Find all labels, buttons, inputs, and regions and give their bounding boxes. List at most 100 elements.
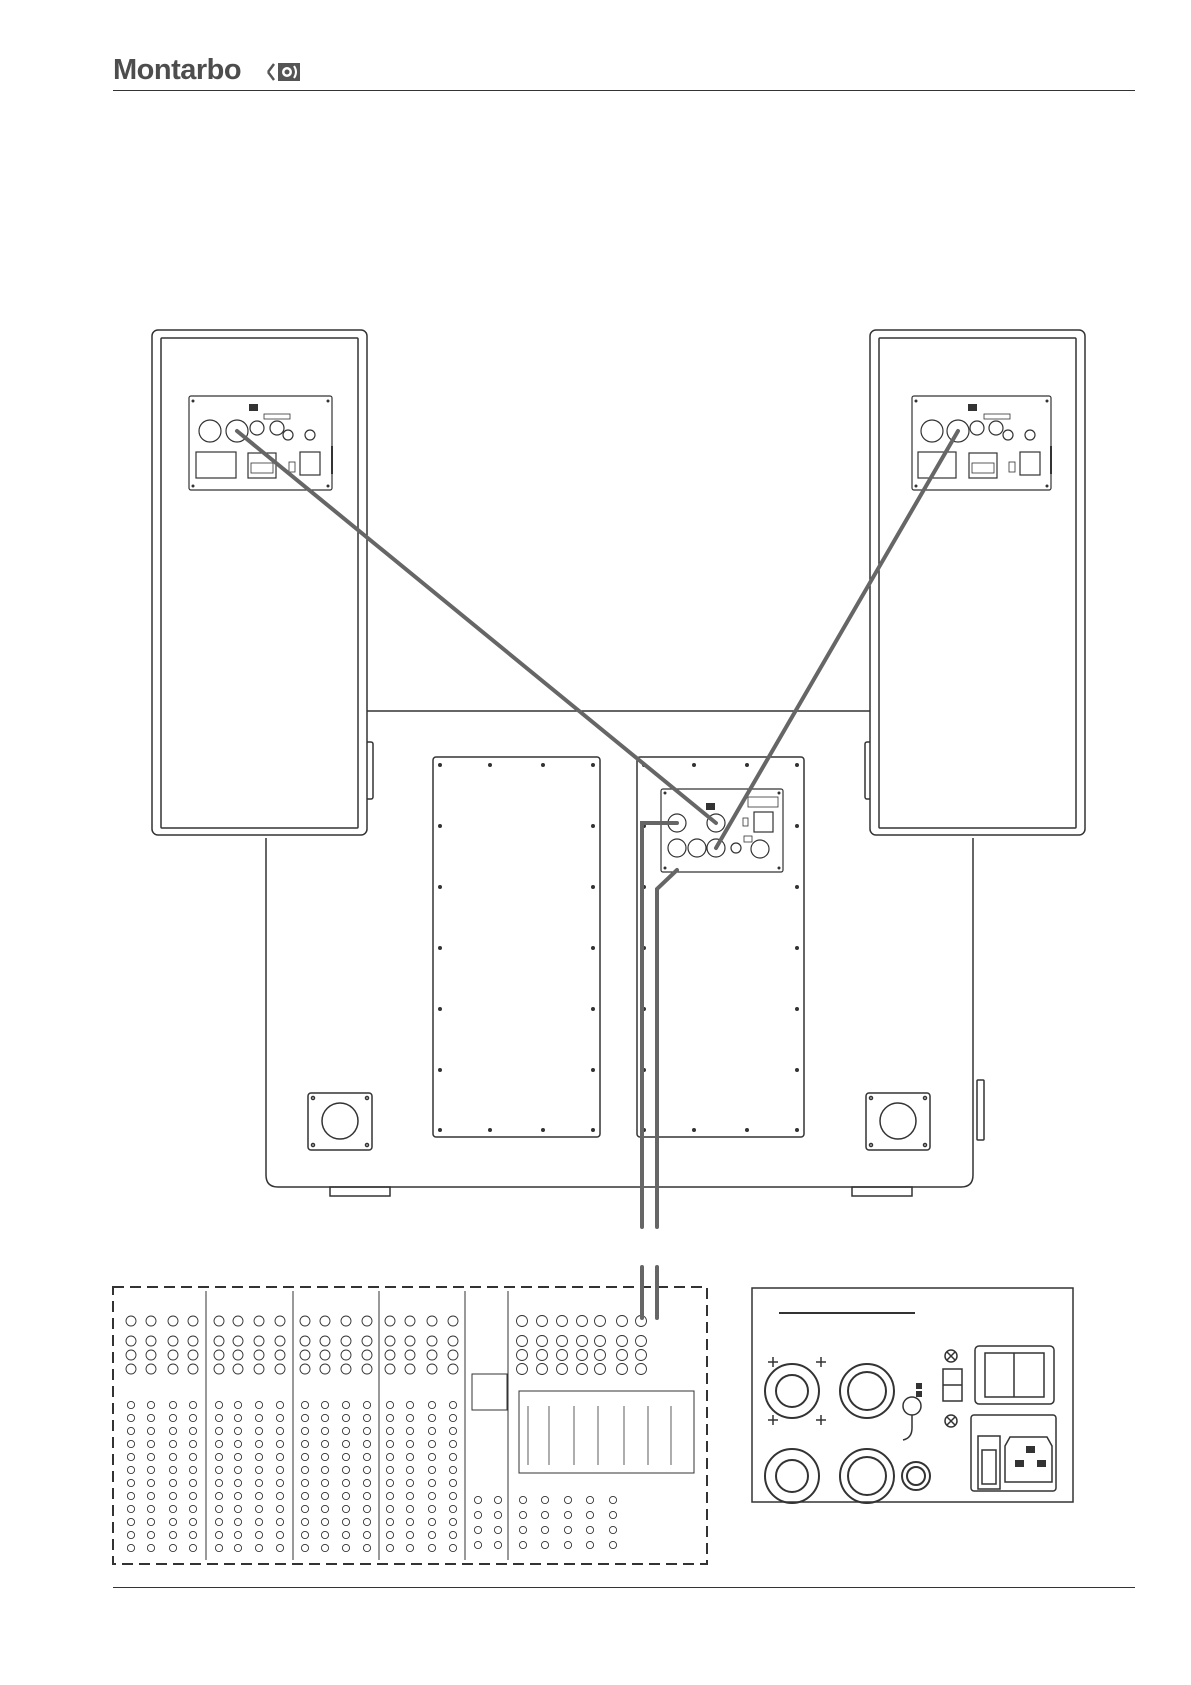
- console-knob[interactable]: [276, 1414, 283, 1421]
- console-knob[interactable]: [617, 1350, 628, 1361]
- console-knob[interactable]: [362, 1364, 372, 1374]
- console-knob[interactable]: [215, 1479, 222, 1486]
- console-knob[interactable]: [147, 1544, 154, 1551]
- console-knob[interactable]: [169, 1453, 176, 1460]
- console-knob[interactable]: [254, 1336, 264, 1346]
- console-knob[interactable]: [363, 1492, 370, 1499]
- console-knob[interactable]: [406, 1440, 413, 1447]
- console-knob[interactable]: [127, 1492, 134, 1499]
- console-knob[interactable]: [537, 1364, 548, 1375]
- console-knob[interactable]: [146, 1336, 156, 1346]
- console-knob[interactable]: [449, 1440, 456, 1447]
- console-knob[interactable]: [234, 1479, 241, 1486]
- console-knob[interactable]: [494, 1541, 501, 1548]
- console-knob[interactable]: [214, 1336, 224, 1346]
- ground-lift-switch[interactable]: [943, 1369, 962, 1401]
- console-knob[interactable]: [127, 1401, 134, 1408]
- console-knob[interactable]: [234, 1466, 241, 1473]
- console-knob[interactable]: [214, 1350, 224, 1360]
- console-knob[interactable]: [169, 1544, 176, 1551]
- console-knob[interactable]: [474, 1496, 481, 1503]
- console-knob[interactable]: [494, 1511, 501, 1518]
- console-knob[interactable]: [386, 1453, 393, 1460]
- console-knob[interactable]: [127, 1427, 134, 1434]
- console-knob[interactable]: [474, 1541, 481, 1548]
- console-knob[interactable]: [428, 1401, 435, 1408]
- console-knob[interactable]: [449, 1466, 456, 1473]
- console-knob[interactable]: [127, 1440, 134, 1447]
- console-knob[interactable]: [541, 1541, 548, 1548]
- power-switch[interactable]: [975, 1346, 1054, 1404]
- console-knob[interactable]: [169, 1518, 176, 1525]
- console-knob[interactable]: [320, 1336, 330, 1346]
- console-knob[interactable]: [189, 1518, 196, 1525]
- console-knob[interactable]: [595, 1350, 606, 1361]
- console-knob[interactable]: [234, 1453, 241, 1460]
- console-knob[interactable]: [215, 1427, 222, 1434]
- console-knob[interactable]: [577, 1316, 588, 1327]
- console-knob[interactable]: [405, 1336, 415, 1346]
- console-knob[interactable]: [168, 1350, 178, 1360]
- console-knob[interactable]: [342, 1492, 349, 1499]
- console-knob[interactable]: [255, 1414, 262, 1421]
- console-knob[interactable]: [386, 1466, 393, 1473]
- console-knob[interactable]: [147, 1440, 154, 1447]
- console-knob[interactable]: [127, 1414, 134, 1421]
- console-knob[interactable]: [385, 1336, 395, 1346]
- console-knob[interactable]: [362, 1350, 372, 1360]
- console-knob[interactable]: [169, 1479, 176, 1486]
- console-knob[interactable]: [428, 1479, 435, 1486]
- console-knob[interactable]: [586, 1496, 593, 1503]
- console-knob[interactable]: [474, 1526, 481, 1533]
- console-knob[interactable]: [342, 1479, 349, 1486]
- console-knob[interactable]: [255, 1427, 262, 1434]
- console-knob[interactable]: [449, 1531, 456, 1538]
- console-knob[interactable]: [428, 1544, 435, 1551]
- console-knob[interactable]: [321, 1505, 328, 1512]
- console-knob[interactable]: [147, 1505, 154, 1512]
- console-knob[interactable]: [301, 1466, 308, 1473]
- console-knob[interactable]: [428, 1427, 435, 1434]
- console-knob[interactable]: [448, 1364, 458, 1374]
- console-knob[interactable]: [537, 1350, 548, 1361]
- console-knob[interactable]: [188, 1336, 198, 1346]
- console-knob[interactable]: [449, 1544, 456, 1551]
- console-knob[interactable]: [406, 1544, 413, 1551]
- console-knob[interactable]: [342, 1518, 349, 1525]
- console-knob[interactable]: [427, 1364, 437, 1374]
- console-knob[interactable]: [595, 1336, 606, 1347]
- console-knob[interactable]: [234, 1505, 241, 1512]
- console-knob[interactable]: [301, 1453, 308, 1460]
- console-knob[interactable]: [169, 1531, 176, 1538]
- console-knob[interactable]: [276, 1440, 283, 1447]
- console-knob[interactable]: [233, 1316, 243, 1326]
- console-knob[interactable]: [233, 1350, 243, 1360]
- console-knob[interactable]: [147, 1401, 154, 1408]
- console-knob[interactable]: [301, 1479, 308, 1486]
- console-knob[interactable]: [342, 1414, 349, 1421]
- console-knob[interactable]: [127, 1544, 134, 1551]
- console-knob[interactable]: [234, 1440, 241, 1447]
- console-knob[interactable]: [406, 1427, 413, 1434]
- console-knob[interactable]: [301, 1427, 308, 1434]
- console-knob[interactable]: [275, 1364, 285, 1374]
- console-knob[interactable]: [564, 1496, 571, 1503]
- console-knob[interactable]: [386, 1427, 393, 1434]
- console-knob[interactable]: [636, 1336, 647, 1347]
- console-knob[interactable]: [255, 1544, 262, 1551]
- console-knob[interactable]: [449, 1401, 456, 1408]
- console-knob[interactable]: [363, 1401, 370, 1408]
- console-knob[interactable]: [406, 1505, 413, 1512]
- console-knob[interactable]: [342, 1544, 349, 1551]
- console-knob[interactable]: [362, 1336, 372, 1346]
- console-knob[interactable]: [341, 1350, 351, 1360]
- console-knob[interactable]: [427, 1336, 437, 1346]
- console-knob[interactable]: [541, 1526, 548, 1533]
- console-knob[interactable]: [363, 1414, 370, 1421]
- console-knob[interactable]: [448, 1316, 458, 1326]
- console-knob[interactable]: [215, 1492, 222, 1499]
- console-knob[interactable]: [301, 1505, 308, 1512]
- console-knob[interactable]: [168, 1364, 178, 1374]
- console-knob[interactable]: [189, 1440, 196, 1447]
- console-knob[interactable]: [577, 1350, 588, 1361]
